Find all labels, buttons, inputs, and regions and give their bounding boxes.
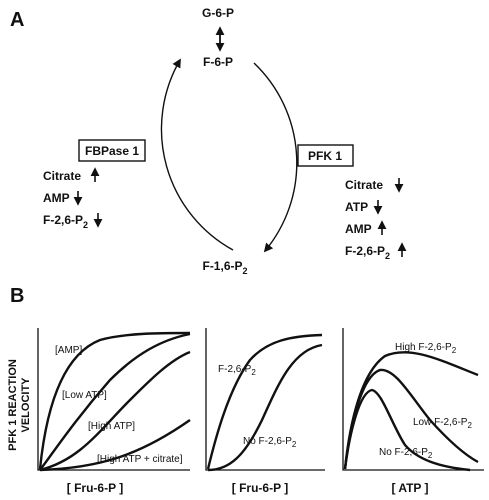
panel-a: A G-6-P F-6-P F-1,6-P2 FBPase 1 PFK 1 Ci… — [10, 6, 407, 276]
svg-text:No F-2,6-P2: No F-2,6-P2 — [379, 447, 433, 460]
pfk-label: PFK 1 — [308, 149, 342, 163]
pfk-effector-1: ATP — [345, 200, 383, 215]
panel-b-label: B — [10, 285, 24, 307]
svg-text:Low F-2,6-P2: Low F-2,6-P2 — [413, 417, 472, 430]
y-axis-label: PFK 1 REACTION VELOCITY — [7, 359, 32, 451]
curve-label-low-atp: [Low ATP] — [62, 390, 107, 401]
svg-text:High F-2,6-P2: High F-2,6-P2 — [395, 342, 457, 355]
pfk-effector-2: AMP — [345, 220, 387, 236]
curve-label-no-f26p2-atp: No F-2,6-P2 — [379, 447, 433, 460]
curve-label-no-f26p2: No F-2,6-P2 — [243, 436, 297, 449]
cycle-arc-right — [253, 62, 298, 253]
panel-b: B PFK 1 REACTION VELOCITY [AMP] [Low ATP… — [7, 285, 484, 495]
curve-no-f26p2 — [207, 343, 323, 472]
curve-label-high-atp-citrate: [High ATP + citrate] — [97, 454, 183, 465]
curve-label-high-atp: [High ATP] — [88, 421, 135, 432]
cycle-arc-left — [160, 58, 234, 251]
curve-no-f26p2-atp — [343, 388, 471, 472]
panel-a-label: A — [10, 9, 24, 31]
pfk-box: PFK 1 — [297, 144, 354, 167]
plot-1-axes — [37, 328, 190, 471]
effector-name: F-2,6-P2 — [43, 213, 88, 230]
fbpase-box: FBPase 1 — [78, 139, 146, 162]
curve-label-low-f26p2: Low F-2,6-P2 — [413, 417, 472, 430]
plot-2-axes — [205, 328, 325, 471]
effector-name: AMP — [43, 191, 70, 205]
plot-2-xlabel: [ Fru-6-P ] — [232, 481, 288, 495]
pfk-effector-0: Citrate — [345, 178, 404, 193]
f16p2-label: F-1,6-P2 — [202, 259, 247, 276]
plot-3-xlabel: [ ATP ] — [391, 481, 428, 495]
plot-1-xlabel: [ Fru-6-P ] — [67, 481, 123, 495]
fbpase-effector-0: Citrate — [43, 167, 100, 183]
curve-low-f26p2 — [343, 368, 479, 470]
y-axis-label-line2: VELOCITY — [20, 377, 32, 433]
svg-text:F-2,6-P2: F-2,6-P2 — [218, 364, 256, 377]
plot-1: [AMP] [Low ATP] [High ATP] [High ATP + c… — [37, 328, 191, 495]
curve-label-amp: [AMP] — [55, 345, 82, 356]
plot-3-axes — [342, 328, 484, 471]
curve-amp — [38, 331, 191, 470]
y-axis-label-line1: PFK 1 REACTION — [7, 359, 19, 451]
effector-name: ATP — [345, 200, 368, 214]
effector-name: AMP — [345, 222, 372, 236]
effector-name: F-2,6-P2 — [345, 244, 390, 261]
g6p-label: G-6-P — [202, 6, 234, 20]
svg-text:No F-2,6-P2: No F-2,6-P2 — [243, 436, 297, 449]
pfk-effector-3: F-2,6-P2 — [345, 242, 407, 261]
effector-name: Citrate — [345, 178, 383, 192]
fbpase-effector-1: AMP — [43, 191, 83, 206]
curve-high-atp-citrate — [39, 419, 191, 472]
curve-low-atp — [39, 332, 191, 471]
curve-label-high-f26p2: High F-2,6-P2 — [395, 342, 457, 355]
curve-label-f26p2: F-2,6-P2 — [218, 364, 256, 377]
fbpase-effector-2: F-2,6-P2 — [43, 213, 103, 230]
f6p-label: F-6-P — [203, 55, 233, 69]
curve-high-atp — [39, 350, 191, 472]
curve-f26p2 — [206, 333, 323, 470]
plot-2: F-2,6-P2 No F-2,6-P2 [ Fru-6-P ] — [205, 328, 325, 495]
plot-3: High F-2,6-P2 Low F-2,6-P2 No F-2,6-P2 [… — [342, 328, 484, 495]
effector-name: Citrate — [43, 169, 81, 183]
fbpase-label: FBPase 1 — [85, 144, 139, 158]
